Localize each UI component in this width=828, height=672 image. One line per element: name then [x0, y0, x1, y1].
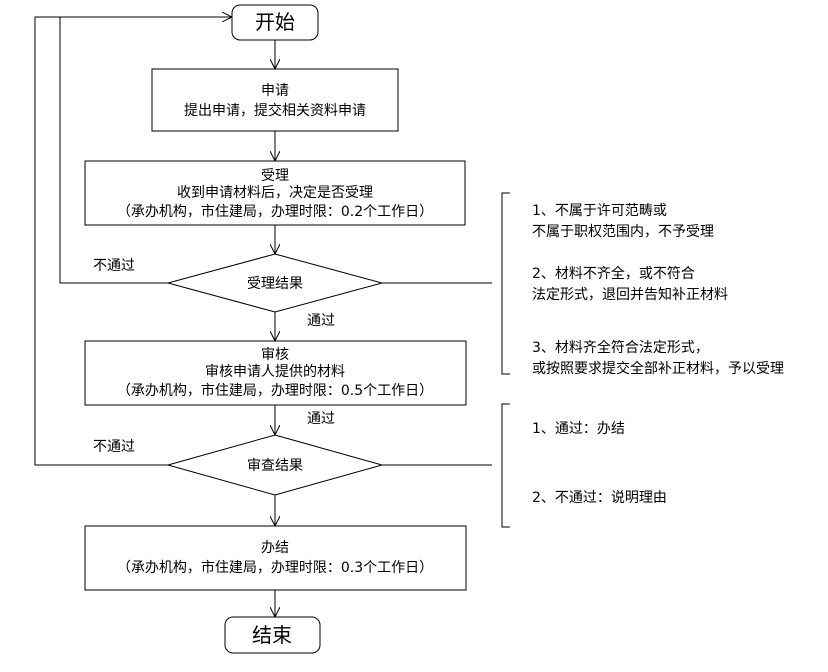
- apply-box: [151, 68, 399, 132]
- accept-notes-bracket: [501, 192, 510, 375]
- review-note-2: 2、不通过：说明理由: [532, 490, 667, 506]
- review-title: 审核: [261, 347, 289, 363]
- accept-note-1: 1、不属于许可范畴或 不属于职权范围内，不予受理: [532, 201, 714, 243]
- review-notes-bracket: [501, 403, 510, 528]
- finish-title: 办结: [261, 540, 289, 556]
- apply-title: 申请: [261, 83, 289, 99]
- accept-note-3-line-2: 或按照要求提交全部补正材料，予以受理: [532, 361, 784, 377]
- accept-box: [84, 160, 466, 226]
- accept-note-3: 3、材料齐全符合法定形式， 或按照要求提交全部补正材料，予以受理: [532, 338, 784, 380]
- accept-result-label: 受理结果: [247, 276, 303, 292]
- review-fail-loop: [34, 16, 168, 466]
- review-pass-top-label: 通过: [307, 411, 335, 427]
- review-info: （承办机构，市住建局，办理时限：0.5个工作日）: [117, 382, 433, 399]
- accept-note-3-line-1: 3、材料齐全符合法定形式，: [532, 340, 709, 356]
- accept-note-2: 2、材料不齐全，或不符合 法定形式，退回并告知补正材料: [532, 264, 728, 306]
- accept-fail-label: 不通过: [93, 258, 135, 274]
- finish-info: （承办机构，市住建局，办理时限：0.3个工作日）: [117, 559, 433, 576]
- end-label: 结束: [252, 623, 292, 647]
- accept-note-1-line-2: 不属于职权范围内，不予受理: [532, 224, 714, 240]
- accept-note-2-line-1: 2、材料不齐全，或不符合: [532, 266, 695, 282]
- accept-note-1-line-1: 1、不属于许可范畴或: [532, 203, 667, 219]
- accept-info: （承办机构，市住建局，办理时限：0.2个工作日）: [117, 203, 433, 220]
- review-fail-label: 不通过: [93, 439, 135, 455]
- review-box: [84, 340, 467, 406]
- review-note-1: 1、通过：办结: [532, 421, 625, 437]
- accept-title: 受理: [261, 168, 289, 184]
- review-desc: 审核申请人提供的材料: [205, 364, 345, 380]
- accept-fail-loop: [59, 17, 231, 284]
- finish-box: [84, 525, 467, 591]
- start-label: 开始: [255, 10, 295, 34]
- accept-note-2-line-2: 法定形式，退回并告知补正材料: [532, 287, 728, 303]
- apply-desc: 提出申请，提交相关资料申请: [184, 102, 366, 119]
- end-terminal: [224, 616, 321, 654]
- accept-pass-label: 通过: [307, 313, 335, 329]
- accept-desc: 收到申请材料后，决定是否受理: [177, 185, 373, 201]
- review-result-label: 审查结果: [247, 458, 303, 474]
